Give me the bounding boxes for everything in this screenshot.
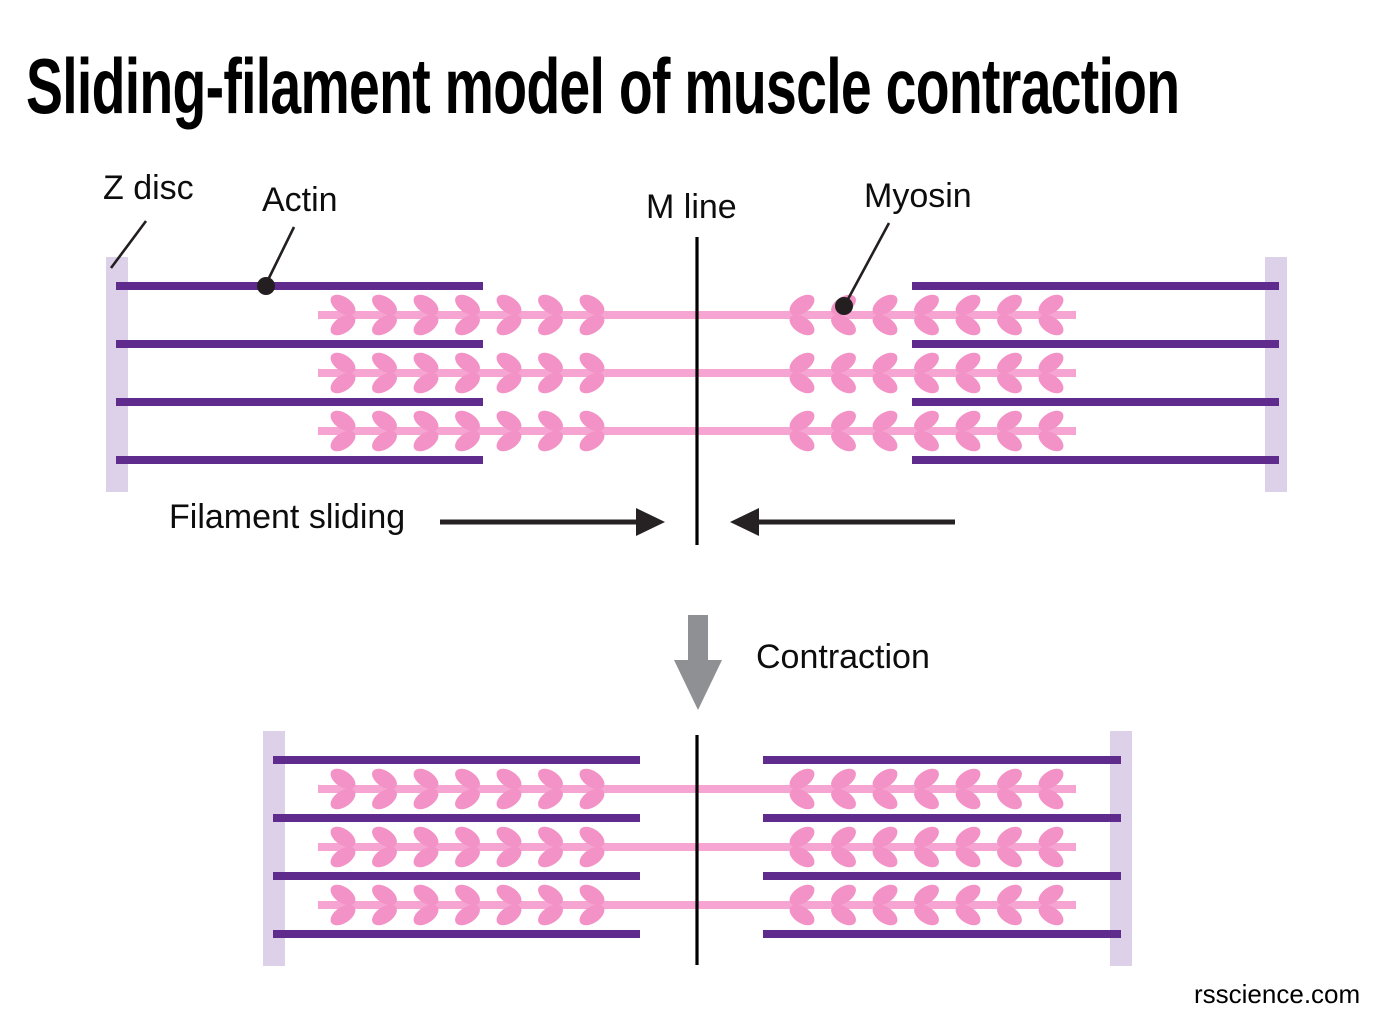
contracted-sarcomere — [263, 731, 1132, 966]
myosin-label: Myosin — [864, 177, 972, 215]
contraction-label: Contraction — [756, 638, 930, 676]
z-disc-bar — [1110, 731, 1132, 966]
filament-sliding-arrows — [440, 508, 955, 536]
actin-pointer-line — [265, 226, 296, 283]
actin-label: Actin — [262, 181, 338, 219]
myosin-filament — [318, 294, 1076, 336]
myosin-filament — [318, 826, 1076, 868]
filament-sliding-label: Filament sliding — [169, 498, 406, 536]
z-disc-bar — [106, 257, 128, 492]
z-disc-bar — [263, 731, 285, 966]
myosin-filament — [318, 410, 1076, 452]
right-arrow-icon — [440, 508, 665, 536]
z-disc-label: Z disc — [103, 169, 194, 207]
label-pointers — [109, 220, 891, 315]
myosin-pointer-dot — [835, 297, 853, 315]
myosin-filament — [318, 768, 1076, 810]
contraction-down-arrow-icon — [674, 615, 722, 710]
watermark-text: rsscience.com — [1194, 979, 1361, 1009]
m-line-label: M line — [646, 188, 737, 226]
myosin-pointer-line — [845, 222, 891, 302]
relaxed-sarcomere — [106, 237, 1287, 545]
left-arrow-icon — [730, 508, 955, 536]
actin-pointer-dot — [257, 277, 275, 295]
figure-title: Sliding-filament model of muscle contrac… — [26, 42, 1180, 130]
z-disc-pointer-line — [109, 220, 148, 269]
z-disc-bar — [1265, 257, 1287, 492]
